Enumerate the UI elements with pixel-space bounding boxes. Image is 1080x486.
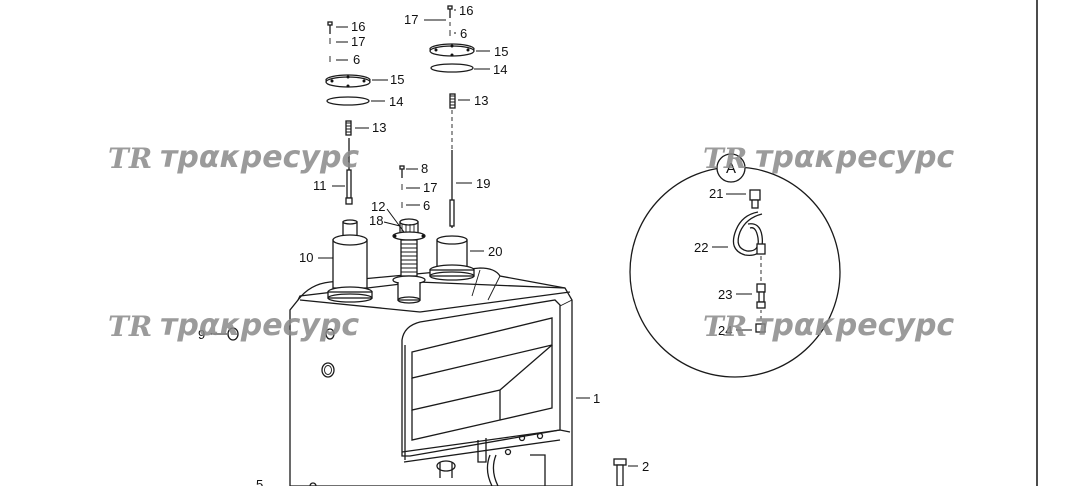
- watermark-text: трακресурс: [160, 140, 359, 175]
- label-21: 21: [709, 186, 723, 201]
- label-24: 24: [718, 323, 732, 338]
- label-16b: 16: [459, 3, 473, 18]
- label-11: 11: [313, 178, 327, 193]
- label-6a: 6: [353, 52, 360, 67]
- label-6c: 6: [460, 26, 467, 41]
- leader-lines: [210, 9, 752, 467]
- label-12: 12: [371, 199, 385, 214]
- detail-view-a-letter: A: [726, 160, 736, 177]
- watermark-text: трακресурс: [160, 308, 359, 343]
- label-10: 10: [299, 250, 313, 265]
- label-13b: 13: [474, 93, 488, 108]
- watermark-bottom-left: TR трακресурс: [108, 308, 359, 343]
- left-strainer-assembly: [325, 21, 373, 303]
- label-20: 20: [488, 244, 502, 259]
- center-filler-assembly: [392, 165, 426, 304]
- detail-view-a: A: [629, 153, 841, 378]
- label-5: 5: [256, 477, 263, 486]
- label-15a: 15: [390, 72, 404, 87]
- part-labels: 16 17 6 15 14 13 11 10 9 8 17 6 12 18 17…: [198, 3, 732, 486]
- label-14a: 14: [389, 94, 403, 109]
- label-17b: 17: [423, 180, 437, 195]
- label-9: 9: [198, 327, 205, 342]
- watermark-logo: TR: [703, 310, 747, 343]
- watermark-top-left: TR трακресурс: [108, 140, 359, 175]
- label-17a: 17: [351, 34, 365, 49]
- label-18: 18: [369, 213, 383, 228]
- label-1: 1: [593, 391, 600, 406]
- right-sender-assembly: [429, 5, 475, 281]
- label-14b: 14: [493, 62, 507, 77]
- label-13a: 13: [372, 120, 386, 135]
- watermark-top-right: TR трακресурс: [703, 140, 954, 175]
- watermark-text: трακресурс: [755, 140, 954, 175]
- label-8: 8: [421, 161, 428, 176]
- tank-body: [227, 267, 573, 486]
- label-16a: 16: [351, 19, 365, 34]
- part-2-bolt: [613, 458, 627, 486]
- label-6b: 6: [423, 198, 430, 213]
- watermark-bottom-right: TR трακресурс: [703, 308, 954, 343]
- label-22: 22: [694, 240, 708, 255]
- label-19: 19: [476, 176, 490, 191]
- watermark-logo: TR: [108, 310, 152, 343]
- label-23: 23: [718, 287, 732, 302]
- watermark-logo: TR: [703, 142, 747, 175]
- label-17c: 17: [404, 12, 418, 27]
- watermark-text: трακресурс: [755, 308, 954, 343]
- watermark-logo: TR: [108, 142, 152, 175]
- label-15b: 15: [494, 44, 508, 59]
- label-2: 2: [642, 459, 649, 474]
